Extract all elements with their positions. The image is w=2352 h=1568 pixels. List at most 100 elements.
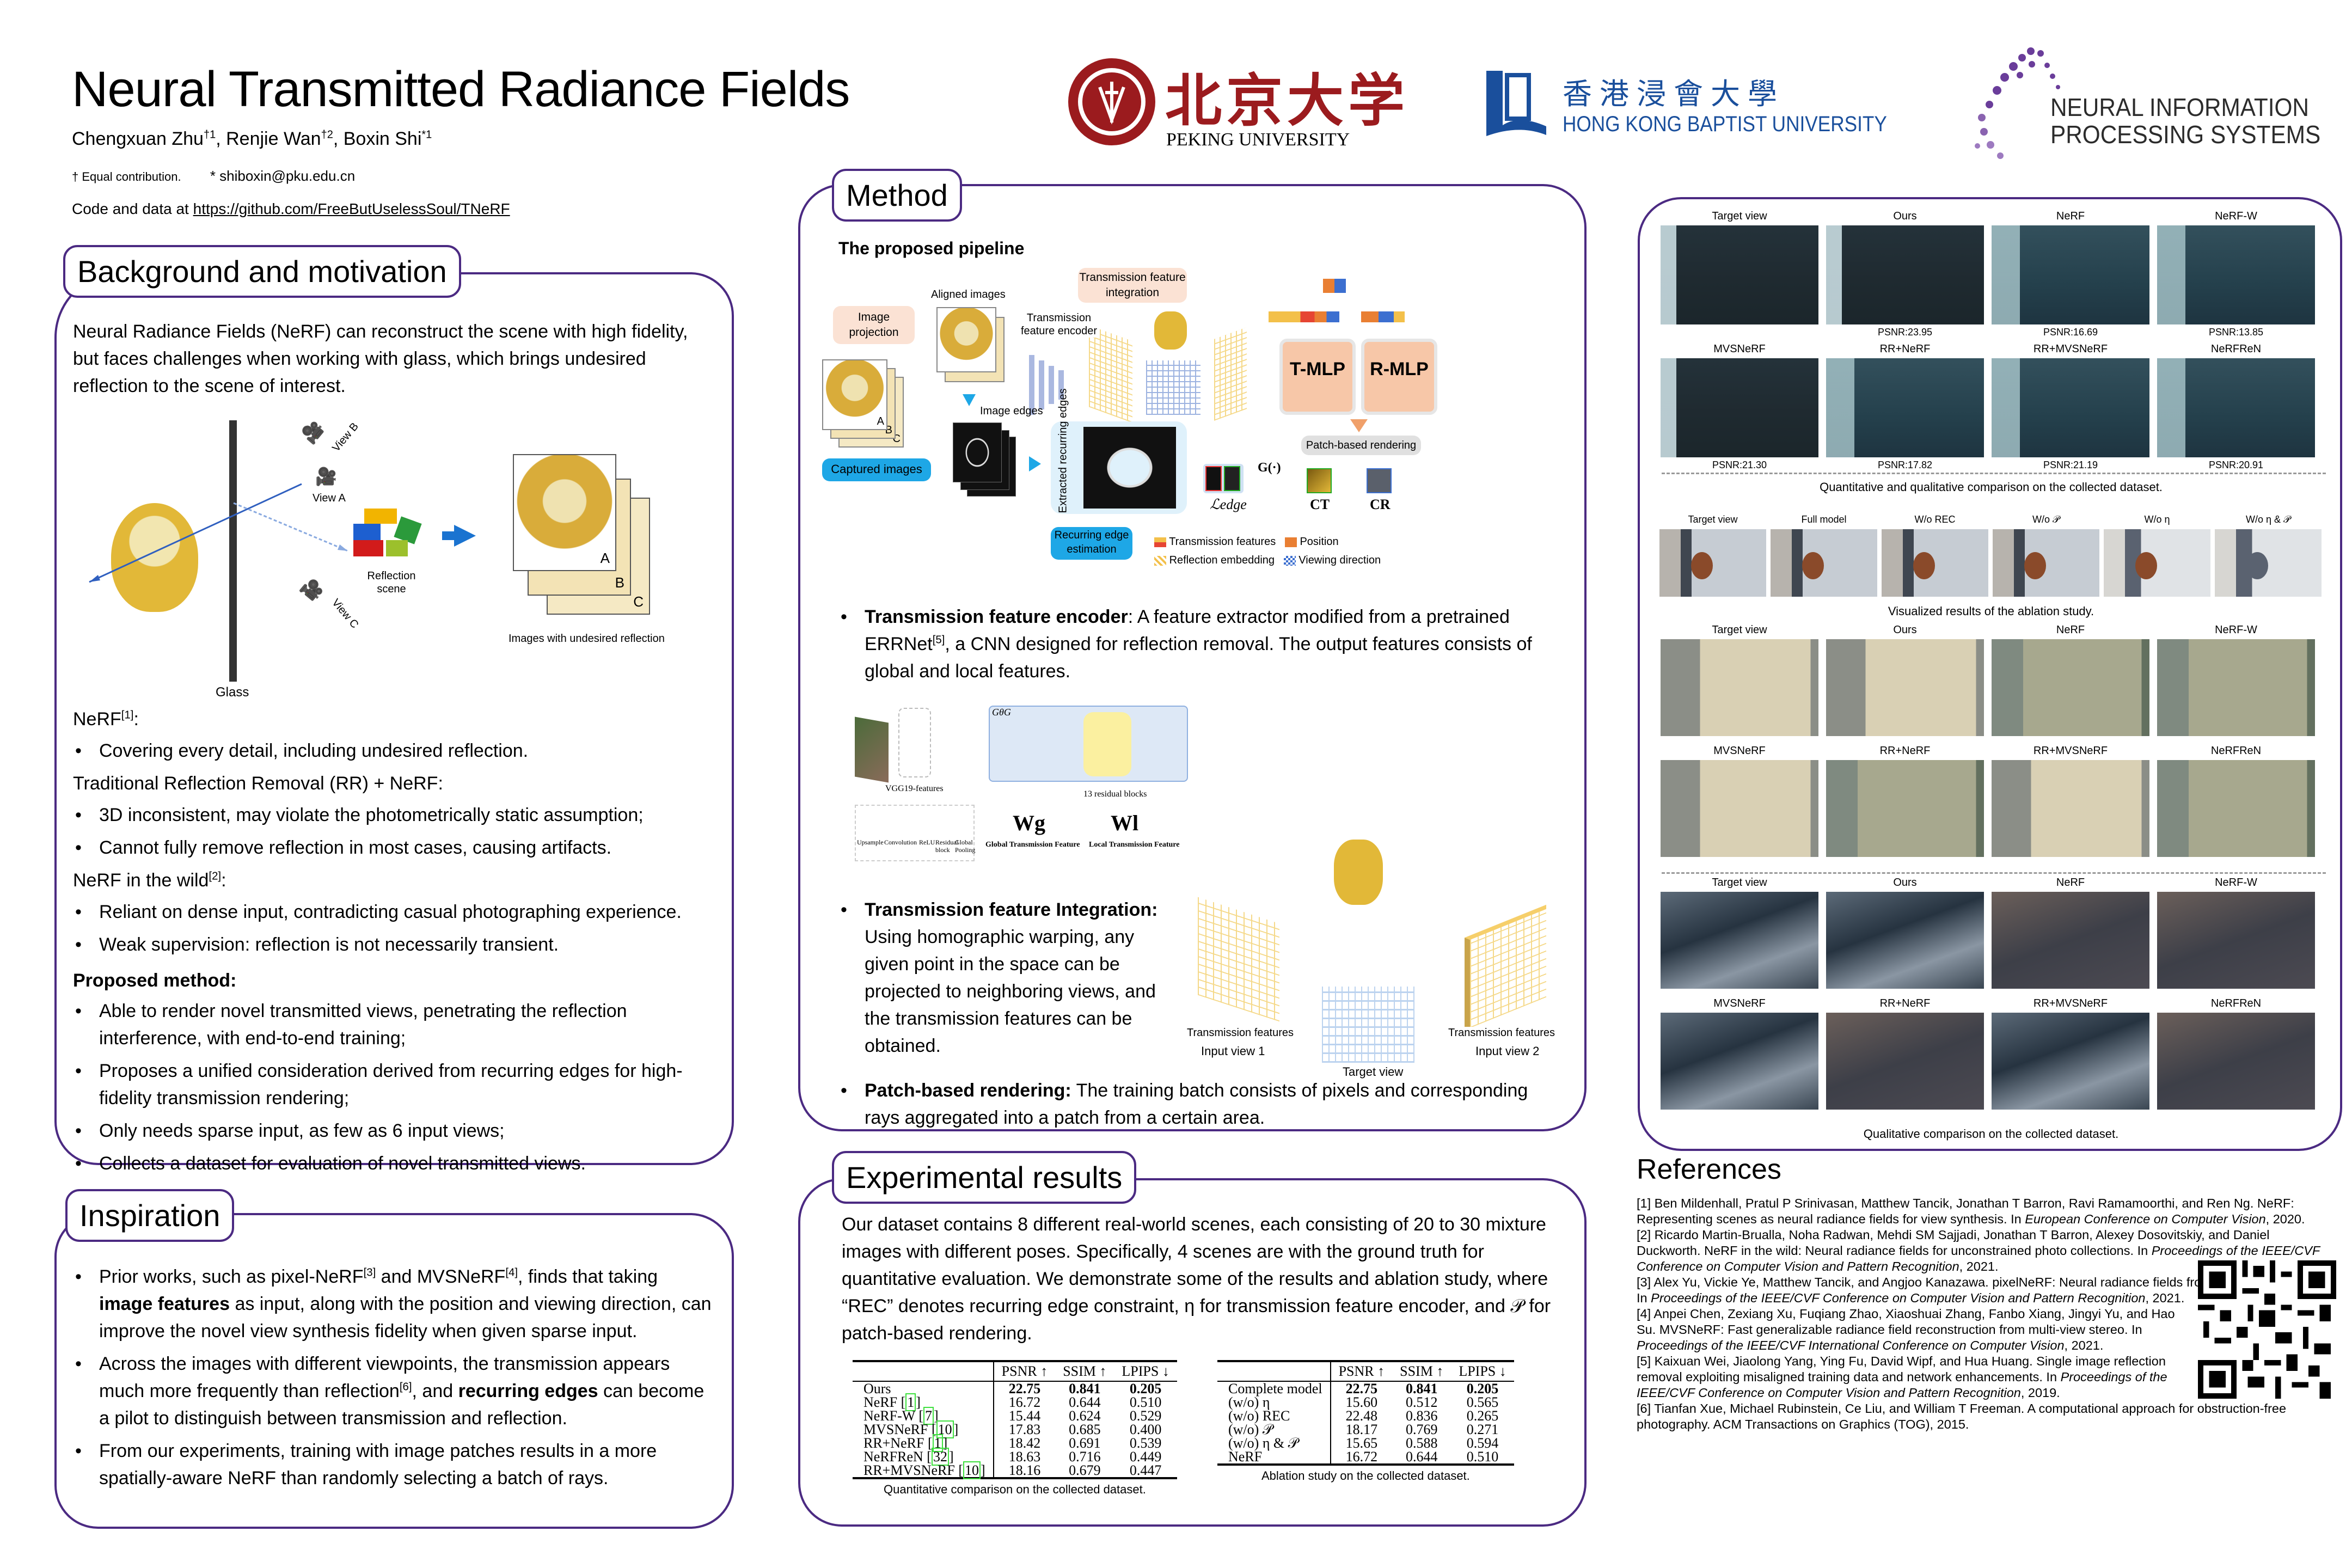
citation: [4] — [505, 1266, 518, 1279]
reference-item: [1] Ben Mildenhall, Pratul P Srinivasan,… — [1637, 1196, 2331, 1227]
images-with-reflection-label: Images with undesired reflection — [509, 633, 665, 645]
method-label: (w/o) REC — [1228, 1408, 1290, 1424]
recurring-edge-estimation-box: Recurring edge estimation — [1051, 527, 1132, 560]
github-link[interactable]: https://github.com/FreeButUselessSoul/TN… — [193, 200, 510, 217]
psnr-value: 18.42 — [1008, 1435, 1041, 1451]
method-name: Complete model — [1217, 1381, 1331, 1396]
psnr-value: 16.72 — [1008, 1394, 1041, 1410]
text: : A feature extractor modified from a pr… — [865, 607, 1510, 654]
inspiration-panel: Prior works, such as pixel-NeRF[3] and M… — [54, 1213, 734, 1529]
lego-bricks-image — [353, 509, 422, 558]
ssim-value: 0.836 — [1405, 1408, 1438, 1424]
comparison-table-caption: Quantitative comparison on the collected… — [884, 1483, 1146, 1496]
ablation-image — [1771, 529, 1877, 597]
ablation-table-caption: Ablation study on the collected dataset. — [1261, 1469, 1470, 1483]
result-image — [1661, 225, 1818, 324]
ssim-value: 0.691 — [1069, 1435, 1101, 1451]
reference-text: Ben Mildenhall, Pratul P Srinivasan, Mat… — [1637, 1196, 2294, 1226]
stack-label: A — [877, 415, 884, 427]
method-label: MVSNeRF — [863, 1422, 932, 1437]
monkey-toy-image — [111, 503, 198, 612]
group-title-text: NeRF — [73, 709, 121, 730]
method-label: RR+MVSNeRF — [2033, 997, 2108, 1009]
text: , finds that taking — [518, 1266, 658, 1287]
ablation-image — [1993, 529, 2099, 597]
hkbu-chinese-name: 香港浸會大學 — [1563, 77, 1785, 111]
view-a-label: View A — [313, 492, 346, 504]
ablation-label: Target view — [1688, 514, 1738, 525]
lpips-value: 0.565 — [1466, 1394, 1499, 1410]
result-image — [1826, 760, 1984, 857]
door-knob — [2135, 552, 2157, 579]
c-r-patch — [1367, 468, 1392, 493]
citation-link[interactable]: 32 — [931, 1448, 949, 1466]
position-swatch — [1284, 537, 1297, 547]
lpips-value: 0.510 — [1129, 1394, 1162, 1410]
monkey-3d-image — [1154, 311, 1187, 350]
method-name: (w/o) 𝒫 — [1217, 1423, 1331, 1437]
captured-image-a: A — [822, 359, 887, 430]
lpips-value: 0.529 — [1129, 1408, 1162, 1424]
method-name: NeRF-W [7] — [853, 1407, 994, 1425]
reference-year: , 2020. — [2265, 1212, 2305, 1226]
method-label: Complete model — [1228, 1381, 1322, 1396]
author-mark: †1 — [203, 128, 216, 141]
author-name: Chengxuan Zhu — [72, 128, 204, 149]
ssim-value: 0.716 — [1069, 1449, 1101, 1465]
citation-link[interactable]: 1 — [905, 1393, 916, 1411]
ablation-label: Full model — [1801, 514, 1847, 525]
method-label: NeRFReN — [2210, 343, 2262, 355]
legend-label: Residual block — [935, 838, 958, 854]
result-image — [1661, 1013, 1818, 1110]
input-view-2-label: Input view 2 — [1475, 1044, 1540, 1058]
lpips-value: 0.510 — [1466, 1449, 1499, 1465]
table-header: PSNR ↑ — [1338, 1363, 1385, 1379]
method-label: RR+NeRF — [1879, 343, 1931, 355]
local-feature-symbol: Wl — [1111, 811, 1139, 835]
method-name: Ours — [853, 1381, 994, 1396]
section-heading-background: Background and motivation — [63, 245, 461, 298]
legend-label: Transmission features — [1169, 536, 1276, 548]
reference-year: , 2021. — [2145, 1291, 2185, 1305]
result-image — [1826, 639, 1984, 736]
stack-label-b: B — [615, 574, 624, 591]
citation: [2] — [209, 870, 222, 883]
experiments-panel: Our dataset contains 8 different real-wo… — [798, 1178, 1587, 1527]
result-image — [1826, 225, 1984, 324]
method-label: Ours — [1893, 877, 1917, 889]
input-view-1-grid — [1198, 897, 1279, 1022]
result-image — [1826, 892, 1984, 989]
ablation-image — [2215, 529, 2322, 597]
author-name: Renjie Wan — [226, 128, 321, 149]
legend-label: Viewing direction — [1298, 554, 1381, 566]
citation-link[interactable]: 1 — [932, 1434, 943, 1452]
legend-label: ReLU — [919, 838, 935, 846]
lpips-value: 0.265 — [1466, 1408, 1499, 1424]
reference-item: [5] Kaixuan Wei, Jiaolong Yang, Ying Fu,… — [1637, 1353, 2186, 1401]
qr-code[interactable] — [2197, 1260, 2337, 1399]
list-item: Able to render novel transmitted views, … — [73, 997, 715, 1052]
separator — [1662, 473, 2326, 474]
ssim-value: 0.588 — [1405, 1435, 1438, 1451]
author-mark: *1 — [421, 128, 432, 141]
qr-code-icon — [2198, 1260, 2336, 1399]
encoder-bullet: Transmission feature encoder: A feature … — [838, 603, 1546, 690]
citation-link[interactable]: 10 — [963, 1461, 981, 1479]
psnr-value: 15.60 — [1345, 1394, 1378, 1410]
method-name: NeRFReN [32] — [853, 1448, 994, 1466]
result-image — [2157, 358, 2315, 457]
edge-loss-patches — [1203, 464, 1244, 493]
method-panel: The proposed pipeline Image projection A… — [798, 184, 1587, 1131]
door-knob — [2024, 552, 2046, 579]
list-item: Patch-based rendering: The training batc… — [838, 1077, 1546, 1131]
citation-link[interactable]: 10 — [936, 1420, 954, 1438]
text: as input, along with the position and vi… — [99, 1294, 712, 1342]
pipeline-diagram: Image projection Aligned images Transmis… — [822, 268, 1573, 595]
citation-link[interactable]: 7 — [923, 1407, 934, 1425]
ablation-label: W/o 𝒫 — [2032, 514, 2060, 525]
